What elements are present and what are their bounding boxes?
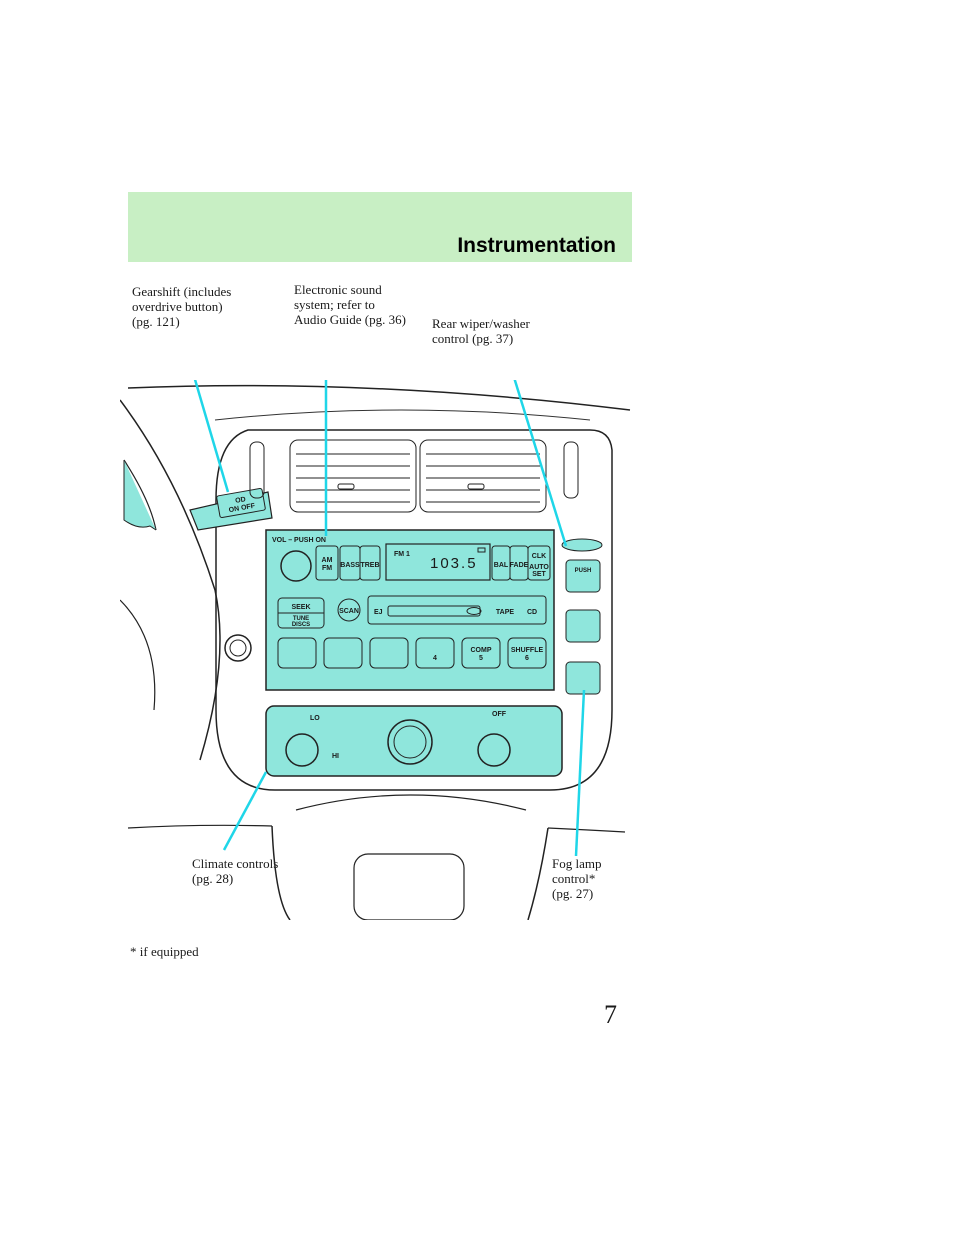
comp-5-label: 5 (479, 655, 483, 662)
hi-label: HI (332, 753, 339, 760)
vol-push-on-label: VOL – PUSH ON (272, 537, 326, 544)
callout-climate-controls: Climate controls (pg. 28) (192, 856, 279, 886)
lo-label: LO (310, 715, 320, 722)
fan-knob (285, 733, 319, 767)
callout-sound-system: Electronic sound system; refer to Audio … (294, 282, 406, 327)
cd-label: CD (527, 609, 537, 616)
section-title: Instrumentation (457, 234, 616, 257)
dashboard-illustration: OD ON OFF VOL – PUSH ON AM FM BASS TREB … (120, 380, 631, 920)
shuffle-6-label: 6 (525, 655, 529, 662)
push-button (565, 559, 601, 593)
band-label: FM 1 (394, 551, 410, 558)
shuffle-label: SHUFFLE (511, 647, 544, 654)
auto-label: AUTO (529, 564, 549, 571)
callout-gearshift: Gearshift (includes overdrive button) (p… (132, 284, 232, 329)
am-label: AM (322, 557, 333, 564)
callout-rear-wiper: Rear wiper/washer control (pg. 37) (432, 316, 530, 346)
fm-label: FM (322, 565, 332, 572)
bass-label: BASS (340, 562, 360, 569)
scan-label: SCAN (339, 608, 359, 615)
preset-4-label: 4 (433, 655, 437, 662)
radio-display (385, 543, 491, 581)
set-label: SET (532, 571, 546, 578)
shifter-od-label: OD (235, 496, 247, 505)
off-label: OFF (492, 711, 507, 718)
gearshift-lever: OD ON OFF (189, 487, 273, 531)
clk-label: CLK (532, 553, 546, 560)
seek-label: SEEK (291, 604, 310, 611)
push-label: PUSH (575, 568, 592, 574)
treb-label: TREB (360, 562, 379, 569)
volume-knob (280, 550, 312, 582)
fog-lamp-button (565, 661, 601, 695)
page-number: 7 (604, 1000, 617, 1029)
bal-label: BAL (494, 562, 509, 569)
section-header-band: Instrumentation (128, 192, 632, 262)
shifter-onoff-label: ON OFF (228, 503, 256, 515)
ej-label: EJ (374, 609, 383, 616)
mode-knob (477, 733, 511, 767)
tune-label: TUNE (293, 616, 309, 622)
callout-fog-lamp: Fog lamp control* (pg. 27) (552, 856, 602, 901)
tape-label: TAPE (496, 609, 514, 616)
temperature-knob (387, 719, 433, 765)
radio-unit: VOL – PUSH ON AM FM BASS TREB FM 1 103.5… (265, 529, 555, 691)
leader-lines (193, 380, 586, 857)
discs-label: DISCS (292, 622, 310, 628)
frequency-readout: 103.5 (430, 555, 478, 572)
comp-label: COMP (471, 647, 492, 654)
climate-panel: LO HI OFF (265, 705, 563, 777)
air-vents (249, 439, 579, 513)
footnote: * if equipped (130, 944, 199, 959)
fade-label: FADE (510, 562, 529, 569)
rear-wiper-control (561, 538, 603, 552)
